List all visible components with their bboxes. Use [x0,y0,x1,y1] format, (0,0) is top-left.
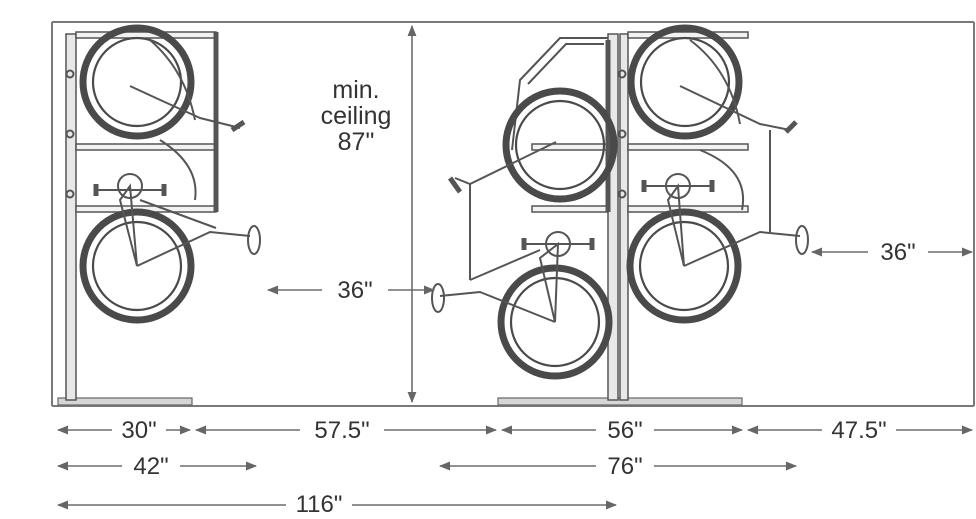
right-clearance-label: 36" [880,239,915,266]
left-rack-middle-arm [75,143,217,151]
bike-wheel [497,264,613,380]
bike-chainstay [118,183,138,267]
double-rack-post-right [619,33,629,401]
room-outline [51,21,975,407]
left-rack-top-arm [75,31,217,39]
left-rack-bolt [65,69,75,79]
ceiling-label-line3: 87" [338,128,375,156]
bike-wheel [626,208,742,324]
ceiling-label-line1: min. [332,76,379,104]
bike-pedal [93,184,167,196]
bike-saddle [431,283,445,313]
left-bike-lower [79,139,261,324]
double-rack-post-left [607,33,619,401]
left-rack-base-plate [57,397,193,406]
left-rack-bolt [65,129,75,139]
left-overall-label: 42" [133,453,168,480]
aisle-clearance-label: 36" [337,277,372,304]
aisle-width-label: 57.5" [314,417,369,444]
bike-wheel [627,24,743,140]
dimension-row-3: 116" [56,491,618,518]
double-rack-depth-label: 56" [607,417,642,444]
bike-pedal [641,180,715,192]
dimension-row-1: 30" 57.5" 56" 47.5" [56,417,974,444]
bike-wheel [79,24,195,140]
right-clearance-dimension: 36" [810,239,974,266]
bike-saddle [795,225,809,255]
ceiling-height-dimension: min. ceiling 87" [321,24,417,404]
bike-pedal [521,238,595,250]
double-rack-left-lower-arm [531,205,609,213]
right-gap-label: 47.5" [831,417,886,444]
bike-frame-tube [129,85,241,129]
center-bike-left-upper [447,87,618,280]
center-double-rack [431,24,809,406]
left-single-rack [57,24,261,406]
bike-handlebar [447,176,463,194]
total-length-label: 116" [296,491,343,514]
bike-handlebar [230,119,246,133]
center-bike-right-lower [626,130,809,324]
bike-wheel [79,208,195,324]
center-bike-left-lower [431,231,613,380]
left-bike-upper [79,24,246,140]
center-bike-right-upper [627,24,798,140]
aisle-clearance-dimension: 36" [266,277,436,304]
double-rack-right-middle-arm [627,143,749,151]
bike-down-tube [136,230,251,267]
ceiling-label-line2: ceiling [321,102,392,130]
bike-chainring [117,173,143,199]
dimension-row-2: 42" 76" [56,453,798,480]
bike-wheel [502,87,618,203]
bike-handlebar [784,120,798,134]
left-rack-bolt [65,189,75,199]
left-rack-post [65,33,77,401]
bike-saddle [247,225,261,255]
right-overall-label: 76" [607,453,642,480]
rack-depth-label: 30" [121,417,156,444]
